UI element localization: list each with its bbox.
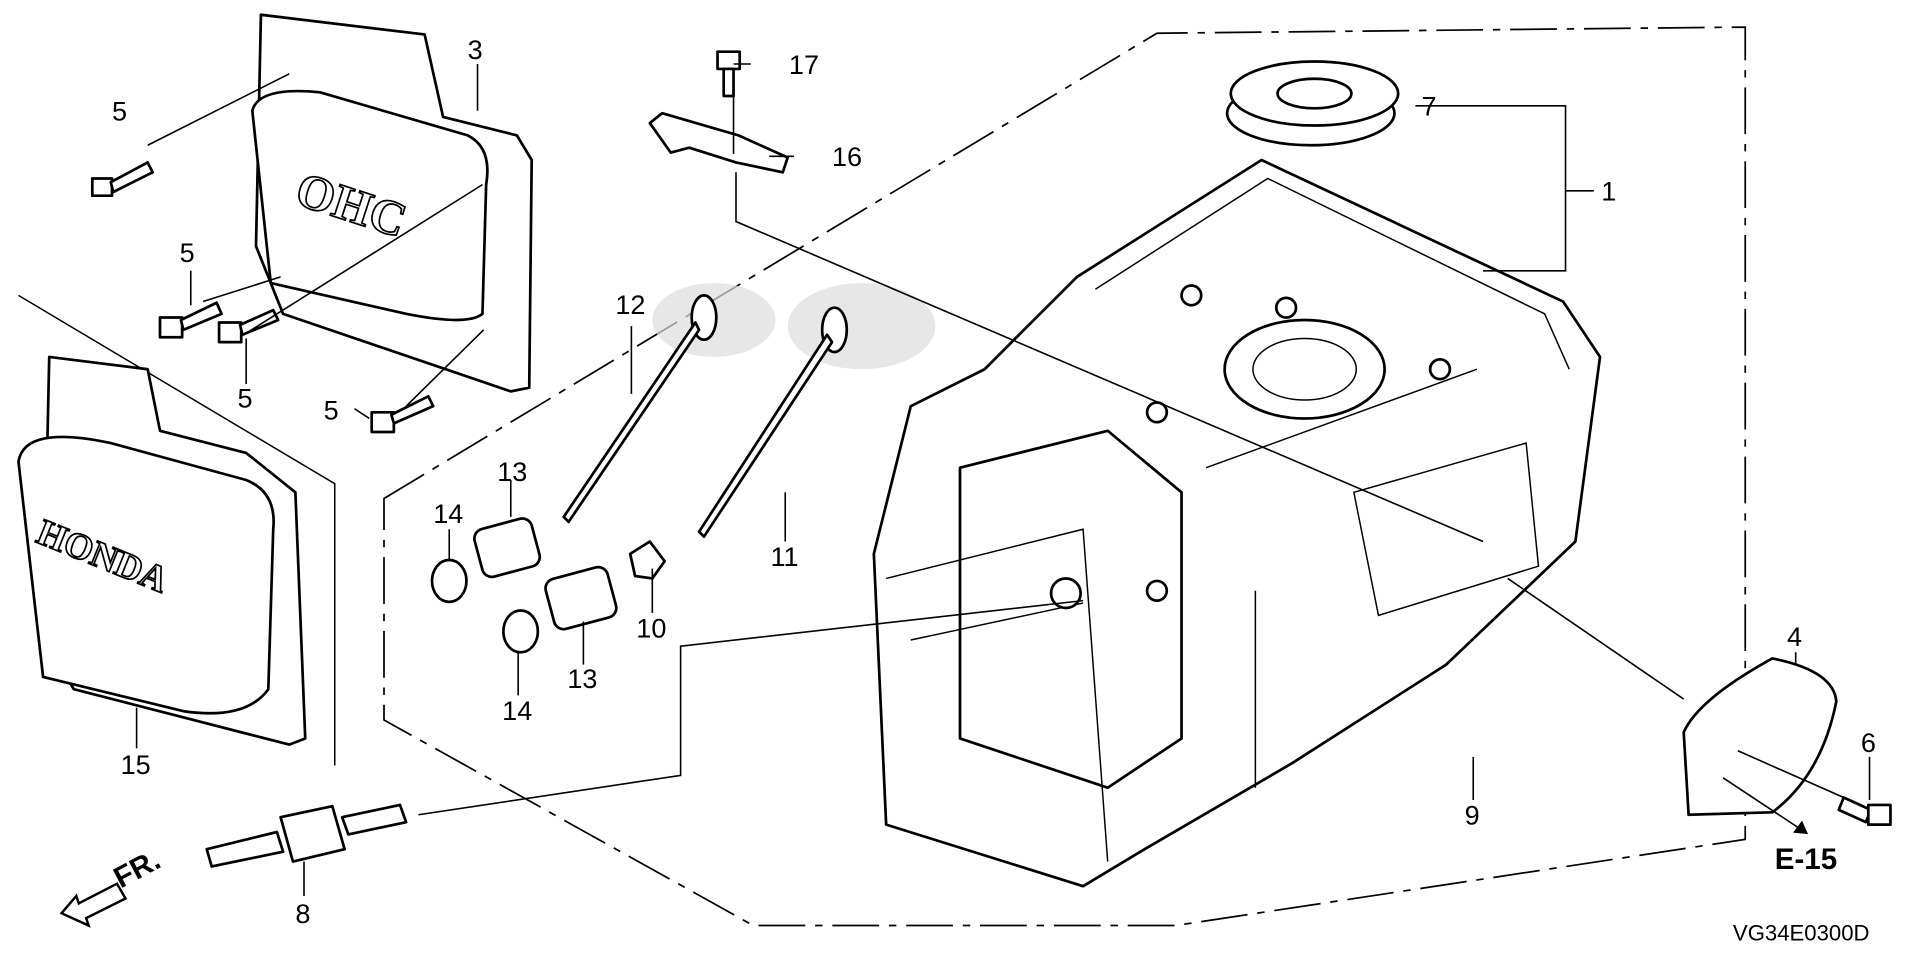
breather-cover <box>1682 657 1838 817</box>
callout-4: 4 <box>1787 621 1802 652</box>
callout-11: 11 <box>770 541 798 572</box>
front-direction-arrow: FR. <box>59 843 166 928</box>
callout-15: 15 <box>121 749 151 780</box>
spark-plug <box>205 803 408 868</box>
leader-lines <box>135 63 1871 896</box>
callout-5: 5 <box>324 395 339 426</box>
crankcase-block <box>872 158 1602 888</box>
assembly-boundary <box>383 26 1747 927</box>
reference-e15[interactable]: E-15 <box>1775 843 1837 876</box>
callout-14: 14 <box>433 498 463 529</box>
callout-13: 13 <box>497 456 527 487</box>
oil-seal-7 <box>1225 60 1400 147</box>
bracket-16 <box>648 111 790 174</box>
head-cover-honda: HONDA <box>17 355 307 746</box>
callout-12: 12 <box>615 289 645 320</box>
callout-6: 6 <box>1861 727 1876 758</box>
callouts: 3 5 5 5 5 17 16 7 1 12 13 13 14 14 11 10… <box>112 34 1876 945</box>
callout-16: 16 <box>832 141 862 172</box>
callout-7: 7 <box>1422 91 1437 122</box>
valves <box>562 283 936 538</box>
head-cover-ohc: OHC <box>250 13 534 393</box>
callout-1: 1 <box>1601 176 1616 207</box>
cover-panel-line <box>18 294 336 766</box>
callout-17: 17 <box>789 49 819 80</box>
valve-springs <box>430 517 666 654</box>
bolt-6 <box>1837 796 1892 826</box>
callout-5: 5 <box>238 382 253 413</box>
callout-5: 5 <box>180 237 195 268</box>
drawing-code: VG34E0300D <box>1733 920 1870 945</box>
bolt-icon <box>90 161 435 434</box>
callout-13: 13 <box>567 663 597 694</box>
callout-8: 8 <box>295 898 310 929</box>
bolt-17 <box>716 50 742 98</box>
callout-9: 9 <box>1465 800 1480 831</box>
callout-10: 10 <box>636 613 666 644</box>
callout-14: 14 <box>502 695 532 726</box>
callout-3: 3 <box>468 34 483 65</box>
callout-5: 5 <box>112 96 127 127</box>
